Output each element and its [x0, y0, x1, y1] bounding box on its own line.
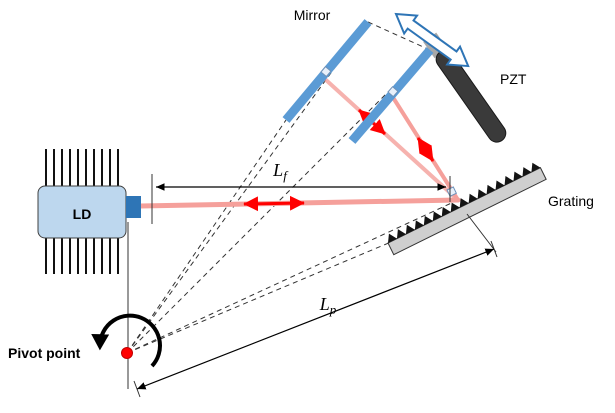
- grating-teeth: [388, 162, 541, 243]
- dimension-lf: Lf: [151, 160, 451, 224]
- pzt-motion-arrow-shape: [394, 12, 470, 68]
- construction-line: [126, 199, 459, 354]
- incidence-square-icon: [320, 65, 332, 78]
- label-lf: Lf: [272, 160, 289, 183]
- label-lp: Lp: [319, 294, 337, 317]
- label-pzt: PZT: [500, 71, 527, 87]
- dimension-lp: Lp: [133, 213, 498, 398]
- beam-arrow-icon: [243, 195, 305, 212]
- normal-incidence-markers: [320, 65, 458, 197]
- grating: [387, 162, 547, 256]
- pzt-body: [435, 49, 507, 143]
- grating-bar: [387, 167, 547, 256]
- beam-direction-arrows: [243, 108, 435, 212]
- pivot-dot: [121, 347, 133, 359]
- heatsink-fins-bottom: [45, 238, 119, 274]
- construction-line: [126, 119, 287, 354]
- label-grating: Grating: [548, 193, 594, 209]
- laser-diode-assembly: LD: [37, 149, 141, 274]
- beam-grating-to-mirror1: [324, 78, 460, 202]
- beam-arrow-icon: [416, 137, 435, 162]
- rotation-arrow-icon: [91, 313, 162, 368]
- label-mirror: Mirror: [294, 7, 331, 23]
- mirror-bar-position-2: [348, 47, 434, 144]
- heatsink-fins-top: [45, 149, 119, 186]
- lp-extension-right: [466, 213, 497, 253]
- pzt-motion-arrow-icon: [394, 12, 470, 68]
- ld-output-coupler: [126, 196, 141, 218]
- mirror-displacement-dash: [367, 21, 431, 51]
- ld-label: LD: [73, 206, 92, 222]
- pivot-group: [91, 313, 162, 368]
- lp-dimension-line: [136, 248, 495, 390]
- construction-line: [126, 241, 392, 354]
- incidence-square-icon: [387, 86, 399, 98]
- label-pivot-point: Pivot point: [8, 345, 81, 361]
